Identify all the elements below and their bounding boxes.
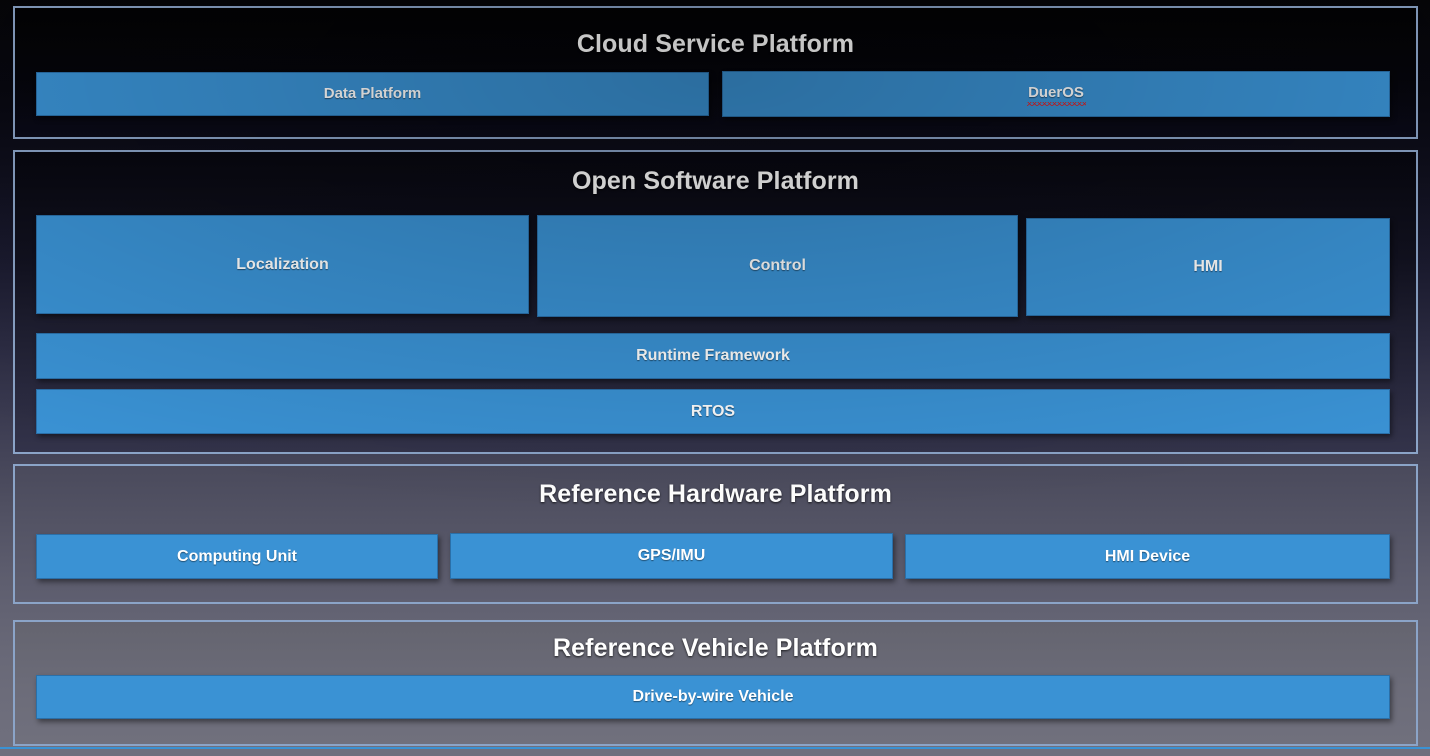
box-localization[interactable]: Localization xyxy=(36,215,529,314)
box-computing-unit[interactable]: Computing Unit xyxy=(36,534,438,579)
box-label-localization: Localization xyxy=(236,255,329,273)
box-runtime-framework[interactable]: Runtime Framework xyxy=(36,333,1390,379)
box-data-platform[interactable]: Data Platform xyxy=(36,72,709,116)
box-label-control: Control xyxy=(749,257,806,275)
box-hmi-device[interactable]: HMI Device xyxy=(905,534,1390,579)
box-label-hmi: HMI xyxy=(1193,258,1223,276)
box-drive-by-wire-vehicle[interactable]: Drive-by-wire Vehicle xyxy=(36,675,1390,719)
box-label-runtime-framework: Runtime Framework xyxy=(636,347,790,365)
box-label-gps-imu: GPS/IMU xyxy=(637,547,706,565)
bottom-accent-rule xyxy=(0,747,1430,749)
section-title-reference-hardware-platform: Reference Hardware Platform xyxy=(539,480,892,508)
box-dueros[interactable]: DuerOS xyxy=(722,71,1390,117)
box-label-rtos: RTOS xyxy=(690,402,736,420)
box-control[interactable]: Control xyxy=(537,215,1018,317)
section-title-open-software-platform: Open Software Platform xyxy=(572,167,859,195)
section-title-reference-vehicle-platform: Reference Vehicle Platform xyxy=(553,634,878,662)
section-title-cloud-service-platform: Cloud Service Platform xyxy=(576,30,855,58)
box-label-dueros: DuerOS xyxy=(1027,84,1086,106)
box-hmi[interactable]: HMI xyxy=(1026,218,1390,316)
box-rtos[interactable]: RTOS xyxy=(36,389,1390,434)
box-label-drive-by-wire-vehicle: Drive-by-wire Vehicle xyxy=(632,688,794,706)
box-gps-imu[interactable]: GPS/IMU xyxy=(450,533,893,579)
box-label-hmi-device: HMI Device xyxy=(1104,547,1191,565)
box-label-computing-unit: Computing Unit xyxy=(177,547,297,565)
box-label-data-platform: Data Platform xyxy=(323,84,422,102)
